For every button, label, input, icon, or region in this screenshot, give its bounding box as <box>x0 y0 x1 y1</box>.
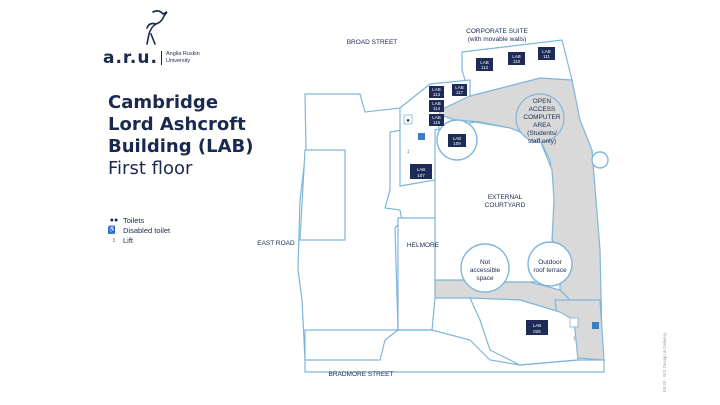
logo-subtitle-line2: University <box>166 58 191 64</box>
room-lab-111: LAB 111 <box>538 47 555 60</box>
lift-icon-1: ↕ <box>407 149 410 155</box>
room-lab-117-number: 117 <box>456 90 464 95</box>
room-lab-114: LAB 114 <box>429 100 444 112</box>
room-lab-026: LAB 026 <box>526 320 548 335</box>
room-lab-113-name: LAB <box>432 87 441 92</box>
corporate-suite-label: CORPORATE SUITE <box>466 28 528 35</box>
west-inner-block <box>299 149 346 241</box>
open-access-label-2: ACCESS <box>529 106 556 113</box>
helmore-block <box>397 217 436 331</box>
room-lab-114-name: LAB <box>432 101 441 106</box>
bradmore-street-label: BRADMORE STREET <box>328 371 393 378</box>
room-lab-110-number: 110 <box>513 59 521 64</box>
terrace-label-1: Outdoor <box>538 259 562 266</box>
room-lab-117: LAB 117 <box>452 84 467 96</box>
title-line-1: Cambridge <box>108 92 219 113</box>
room-lab-026-number: 026 <box>533 329 541 334</box>
room-lab-109: LAB 109 <box>448 134 466 147</box>
room-lab-113-number: 113 <box>433 92 441 97</box>
logo-subtitle: Anglia Ruskin University <box>161 51 200 65</box>
room-lab-107-name: LAB <box>417 167 426 172</box>
room-lab-115-number: 115 <box>433 120 441 125</box>
logo-subtitle-line1: Anglia Ruskin <box>166 51 200 57</box>
toilet-icon-1 <box>403 114 413 125</box>
open-access-label-6: staff only) <box>528 138 556 145</box>
room-lab-115: LAB 115 <box>429 114 444 126</box>
room-lab-111-number: 111 <box>543 54 550 59</box>
room-lab-112-number: 112 <box>481 65 489 70</box>
page-title: Cambridge Lord Ashcroft Building (LAB) F… <box>108 92 253 180</box>
room-lab-109-number: 109 <box>453 141 461 146</box>
courtyard-label-2: COURTYARD <box>485 202 526 209</box>
not-accessible-label-2: accessible <box>470 267 501 274</box>
legend-lift-label: Lift <box>123 235 134 245</box>
wheelchair-icon-1 <box>418 133 425 140</box>
east-round-feature <box>591 151 609 169</box>
east-road-label: EAST ROAD <box>257 240 295 247</box>
toilets-icon-glyph: ● <box>406 118 410 124</box>
not-accessible-label-1: Not <box>480 259 490 266</box>
room-lab-109-name: LAB <box>453 136 462 141</box>
logo-wordmark: a.r.u. <box>103 48 158 68</box>
wheelchair-icon-2 <box>592 322 599 329</box>
corporate-suite-sublabel: (with movable walls) <box>468 36 527 43</box>
lift-icon: ↕ <box>112 236 116 244</box>
legend-toilets-label: Toilets <box>123 215 145 225</box>
legend-disabled-label: Disabled toilet <box>123 225 171 235</box>
title-line-3: Building (LAB) <box>108 136 254 157</box>
broad-street-label: BROAD STREET <box>347 39 398 46</box>
aru-logo: a.r.u. Anglia Ruskin University <box>103 8 213 70</box>
terrace-circle <box>527 241 573 287</box>
heron-icon <box>146 10 168 45</box>
room-lab-117-name: LAB <box>455 85 464 90</box>
title-line-2: Lord Ashcroft <box>108 114 246 135</box>
toilet-icon-2 <box>569 317 579 328</box>
room-lab-113: LAB 113 <box>429 86 444 98</box>
open-access-label-5: (Students/ <box>527 130 557 137</box>
room-lab-110: LAB 110 <box>508 52 525 65</box>
room-lab-107-number: 107 <box>417 173 425 178</box>
room-lab-111-name: LAB <box>542 49 551 54</box>
title-floor: First floor <box>108 158 193 179</box>
legend-lift: ↕ Lift <box>108 235 170 245</box>
room-lab-110-name: LAB <box>512 54 521 59</box>
bottom-outline <box>304 329 605 373</box>
terrace-label-2: roof terrace <box>533 267 567 274</box>
wheelchair-icon: ♿ <box>108 226 116 234</box>
room-lab-114-number: 114 <box>433 106 441 111</box>
lift-icon-2: ↕ <box>573 336 576 342</box>
open-access-circle <box>515 93 565 143</box>
open-access-label-3: COMPUTER <box>523 114 561 121</box>
legend-disabled-toilet: ♿ Disabled toilet <box>108 225 170 235</box>
room-lab-107: LAB 107 <box>410 164 432 179</box>
room-lab-026-name: LAB <box>533 323 542 328</box>
legend-toilets: ●● Toilets <box>108 215 170 225</box>
toilets-icon: ●● <box>109 216 119 224</box>
room-lab-115-name: LAB <box>432 115 441 120</box>
room-lab-112-name: LAB <box>480 60 489 65</box>
helmore-label: HELMORE <box>407 242 440 249</box>
room-lab-112: LAB 112 <box>476 58 493 71</box>
open-access-label-1: OPEN <box>533 98 552 105</box>
not-accessible-label-3: space <box>476 275 494 282</box>
open-access-label-4: AREA <box>533 122 551 129</box>
courtyard-label-1: EXTERNAL <box>488 194 523 201</box>
legend: ●● Toilets ♿ Disabled toilet ↕ Lift <box>108 215 170 245</box>
not-accessible-circle <box>460 243 510 293</box>
